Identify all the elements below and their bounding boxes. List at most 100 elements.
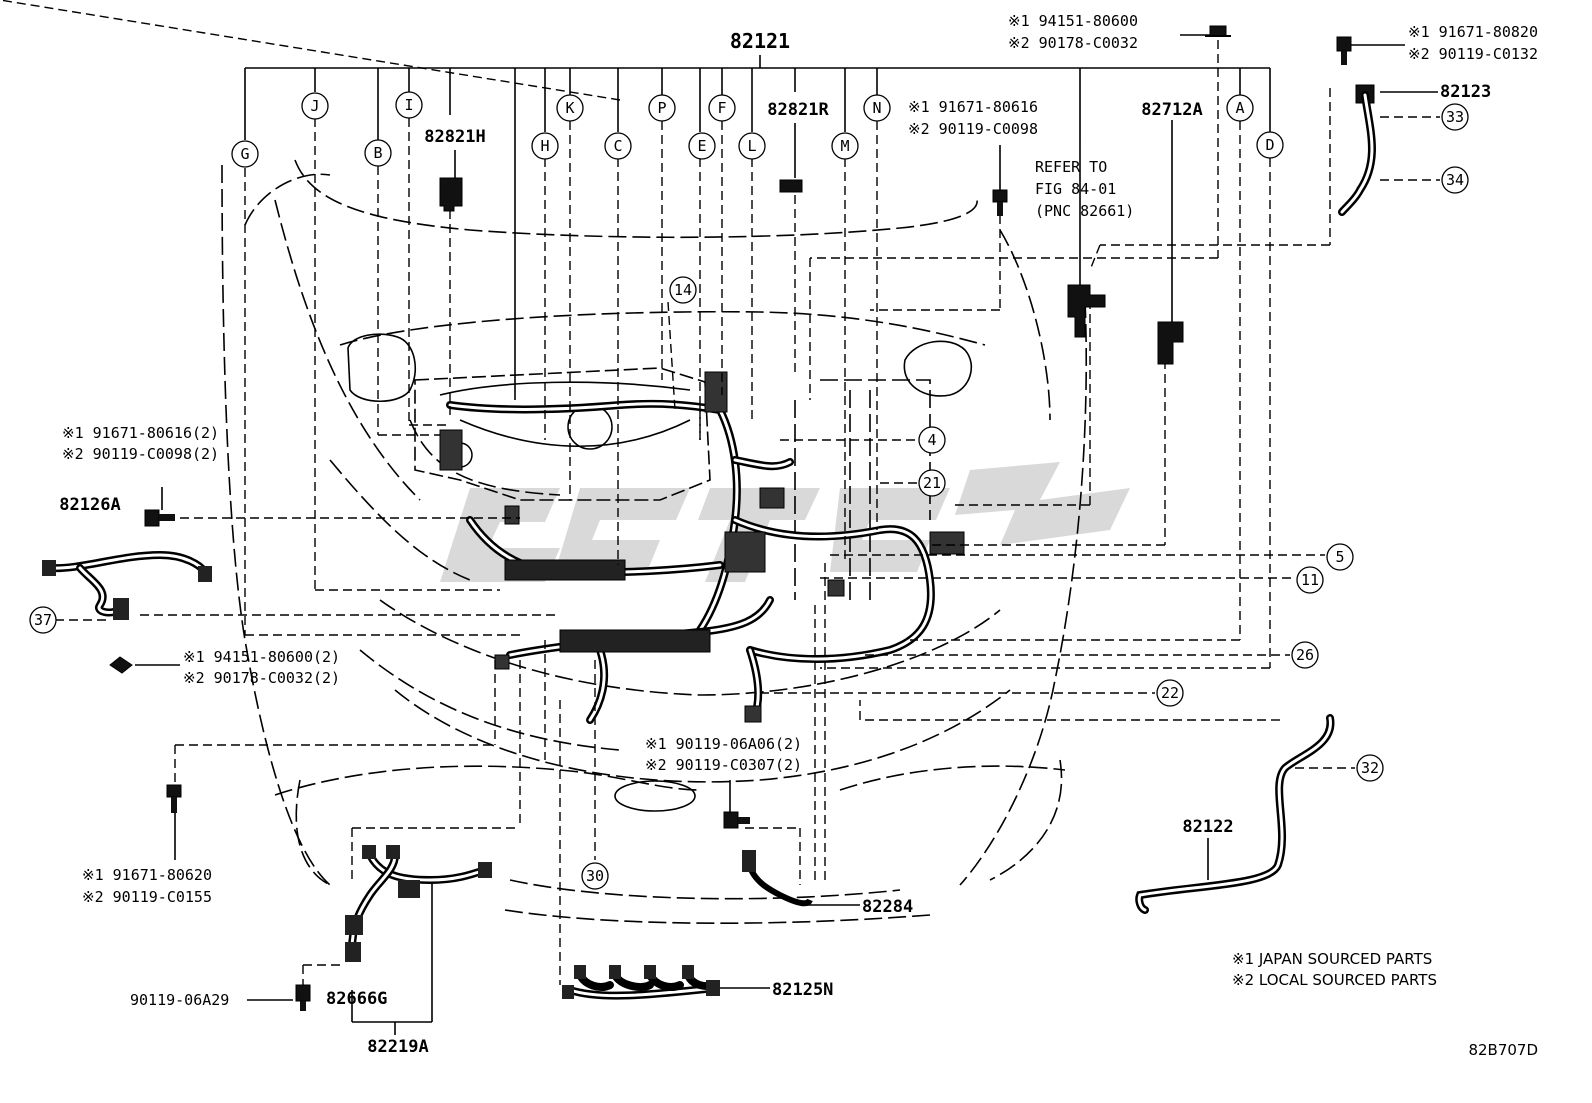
part-82122-cable [1135, 714, 1335, 914]
bolt-icon [144, 509, 175, 527]
label-82821R: 82821R [767, 100, 829, 120]
legend: ※1 JAPAN SOURCED PARTS ※2 LOCAL SOURCED … [1232, 950, 1437, 989]
callout-P: P [648, 94, 676, 122]
bolt-icon [1336, 36, 1352, 65]
callout-11: 11 [1296, 566, 1324, 594]
svg-text:30: 30 [586, 867, 604, 885]
callout-A: A [1226, 94, 1254, 122]
svg-text:H: H [540, 137, 549, 155]
label-82219A: 82219A [367, 1037, 428, 1057]
part-82284-harness [742, 850, 813, 907]
main-wire-harness [439, 371, 965, 724]
bolt-icon [295, 984, 311, 1011]
label-82123: 82123 [1440, 82, 1491, 102]
callout-J: J [301, 92, 329, 120]
callout-G: G [231, 140, 259, 168]
vehicle-body-outline [221, 159, 1088, 925]
fastener-glyphs [109, 25, 1352, 1011]
svg-text:14: 14 [674, 281, 692, 299]
label-82126A: 82126A [59, 495, 120, 515]
svg-text:22: 22 [1161, 684, 1179, 702]
svg-text:11: 11 [1301, 571, 1319, 589]
part-82126A-harness [42, 551, 212, 620]
callout-4: 4 [918, 426, 946, 454]
svg-text:K: K [565, 99, 574, 117]
callout-32: 32 [1356, 754, 1384, 782]
svg-text:J: J [310, 97, 319, 115]
fastener-left-2: ※2 90119-C0098(2) [62, 445, 219, 463]
svg-text:REFER TO: REFER TO [1035, 158, 1107, 176]
callout-D: D [1256, 131, 1284, 159]
fastener-labels: ※1 94151-80600 ※2 90178-C0032 ※1 91671-8… [62, 12, 1538, 1009]
label-82125N: 82125N [772, 980, 833, 1000]
dashed-leaders [0, 0, 1440, 985]
svg-text:(PNC 82661): (PNC 82661) [1035, 202, 1134, 220]
svg-text:P: P [657, 99, 666, 117]
fastener-top-right-1: ※1 91671-80820 [1408, 23, 1538, 41]
callout-5: 5 [1326, 543, 1354, 571]
svg-text:26: 26 [1296, 646, 1314, 664]
svg-text:F: F [717, 99, 726, 117]
part-82125N-harness [562, 965, 720, 1000]
part-leaders [135, 34, 1438, 1035]
main-part-bracket [244, 55, 1271, 400]
fastener-bottom-left-1: ※1 91671-80620 [82, 866, 212, 884]
bolt-icon [723, 811, 750, 829]
callout-K: K [556, 94, 584, 122]
part-82219A-harness [345, 845, 492, 962]
fastener-left-lower-2: ※2 90178-C0032(2) [183, 669, 340, 687]
svg-text:N: N [872, 99, 881, 117]
svg-text:I: I [404, 96, 413, 114]
svg-text:L: L [747, 137, 756, 155]
svg-text:B: B [373, 144, 382, 162]
svg-text:E: E [697, 137, 706, 155]
svg-text:37: 37 [34, 611, 52, 629]
callout-34: 34 [1441, 166, 1469, 194]
fastener-mid-1: ※1 91671-80616 [908, 98, 1038, 116]
svg-text:D: D [1265, 136, 1274, 154]
callout-33: 33 [1441, 103, 1469, 131]
callout-14: 14 [669, 276, 697, 304]
callout-37: 37 [29, 606, 57, 634]
fastener-top-right-2: ※2 90119-C0132 [1408, 45, 1538, 63]
fastener-bottom-left-2: ※2 90119-C0155 [82, 888, 212, 906]
connector-parts [439, 84, 1375, 365]
label-82821H: 82821H [424, 127, 485, 147]
callout-N: N [863, 94, 891, 122]
fastener-center-lower-2: ※2 90119-C0307(2) [645, 756, 802, 774]
callout-F: F [708, 94, 736, 122]
callout-I: I [395, 91, 423, 119]
callout-E: E [688, 132, 716, 160]
svg-text:34: 34 [1446, 171, 1464, 189]
callout-C: C [604, 132, 632, 160]
fastener-top-center-1: ※1 94151-80600 [1008, 12, 1138, 30]
callout-H: H [531, 132, 559, 160]
svg-text:M: M [840, 137, 849, 155]
number-callouts: 14 4 21 5 11 26 22 30 32 33 34 37 [29, 103, 1469, 890]
fastener-top-center-2: ※2 90178-C0032 [1008, 34, 1138, 52]
callout-M: M [831, 132, 859, 160]
svg-text:32: 32 [1361, 759, 1379, 777]
svg-text:FIG 84-01: FIG 84-01 [1035, 180, 1116, 198]
legend-japan: ※1 JAPAN SOURCED PARTS [1232, 950, 1432, 968]
svg-text:G: G [240, 145, 249, 163]
letter-callouts: G J B I H K C P E F L M N A D [231, 91, 1284, 168]
fastener-mid-2: ※2 90119-C0098 [908, 120, 1038, 138]
refer-note: REFER TO FIG 84-01 (PNC 82661) [1035, 158, 1134, 220]
svg-text:33: 33 [1446, 108, 1464, 126]
bolt-icon [166, 784, 182, 813]
callout-L: L [738, 132, 766, 160]
label-82121: 82121 [730, 29, 790, 53]
legend-local: ※2 LOCAL SOURCED PARTS [1232, 971, 1437, 989]
part-labels: 82121 82123 82712A 82821H 82821R 82126A … [59, 29, 1491, 1057]
svg-text:4: 4 [927, 431, 936, 449]
svg-text:A: A [1235, 99, 1244, 117]
fastener-left-1: ※1 91671-80616(2) [62, 424, 219, 442]
figure-code: 82B707D [1468, 1041, 1538, 1059]
label-82712A: 82712A [1141, 100, 1202, 120]
svg-text:C: C [613, 137, 622, 155]
bolt-icon [1205, 25, 1231, 37]
callout-26: 26 [1291, 641, 1319, 669]
